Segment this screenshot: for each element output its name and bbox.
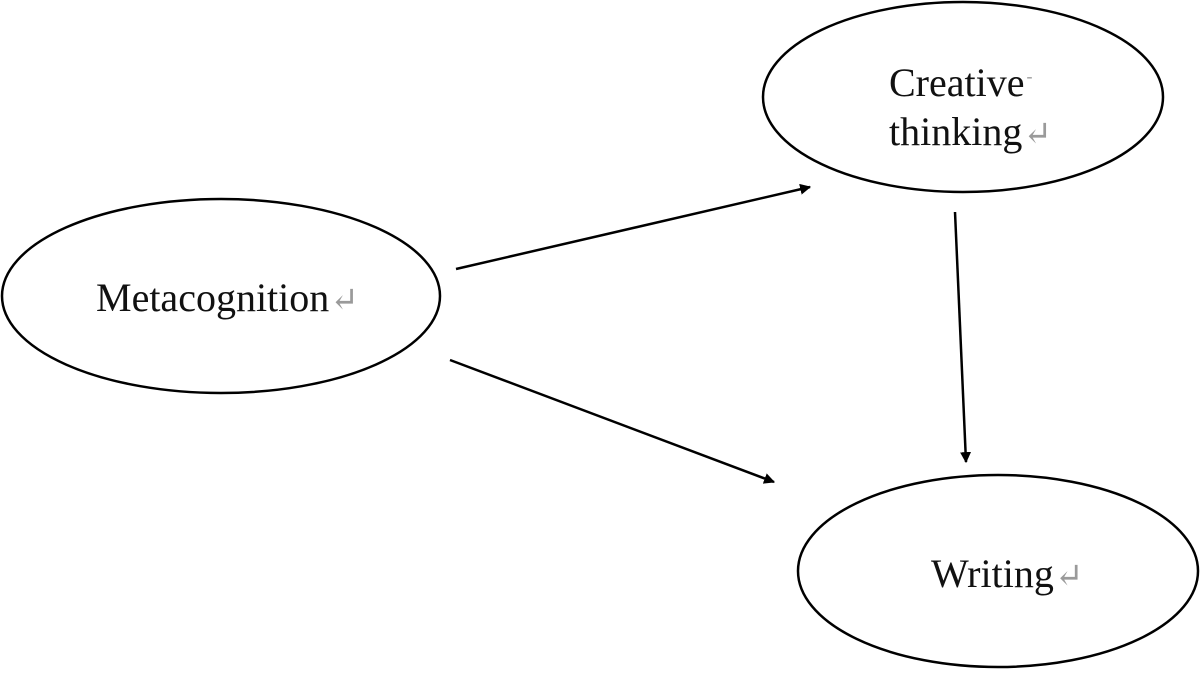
paragraph-mark-icon: ↵ (330, 282, 359, 319)
paragraph-mark-icon: ↵ (1023, 116, 1052, 153)
creative-text: Creative (889, 60, 1025, 105)
paragraph-mark-icon: ↵ (1054, 558, 1084, 595)
hyphen-mark-icon: - (1026, 66, 1033, 86)
creative-thinking-label-line-1: Creative- (889, 52, 1033, 107)
metacognition-text: Metacognition (96, 275, 330, 320)
thinking-text: thinking (889, 109, 1023, 154)
arrow-metacognition-to-creative-thinking (455, 183, 812, 271)
writing-node (796, 473, 1200, 669)
creative-thinking-label-line-2: thinking↵ (889, 108, 1052, 159)
creative-thinking-node (761, 0, 1165, 194)
metacognition-node (0, 197, 442, 395)
writing-text: Writing (931, 551, 1054, 596)
arrow-metacognition-to-writing (449, 358, 776, 484)
arrow-creative-thinking-to-writing (953, 211, 972, 464)
metacognition-label: Metacognition↵ (96, 274, 359, 325)
writing-label: Writing↵ (931, 550, 1083, 601)
